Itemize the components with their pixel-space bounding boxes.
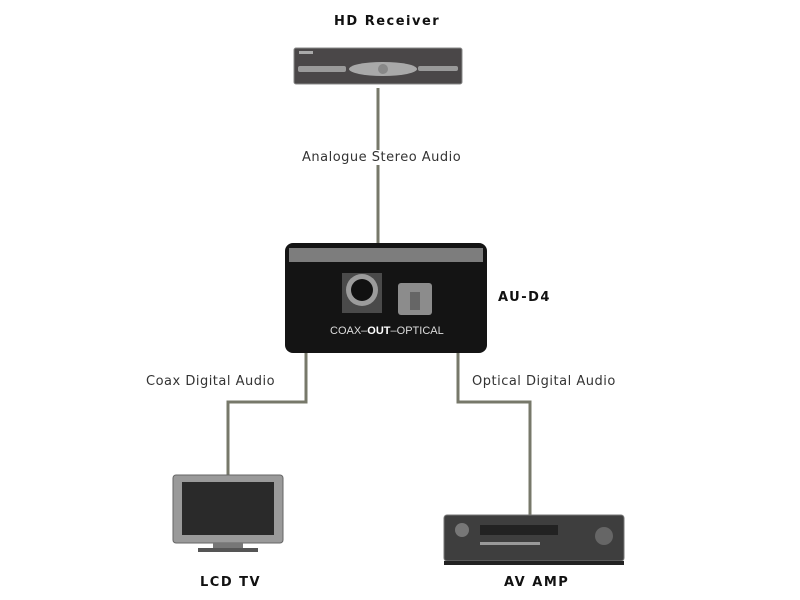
- hd-receiver-icon: [293, 47, 463, 85]
- optical-port-label: –OPTICAL: [390, 325, 444, 337]
- port-label: COAX–OUT–OPTICAL: [330, 325, 444, 337]
- av-amp-label: AV AMP: [504, 575, 570, 590]
- au-d4-converter-icon: [285, 243, 487, 353]
- cable-coax: [226, 350, 308, 478]
- cable-optical: [456, 350, 532, 516]
- coax-port-label: COAX–: [330, 325, 368, 337]
- cables: [226, 88, 532, 516]
- analogue-audio-label: Analogue Stereo Audio: [302, 150, 462, 165]
- hd-receiver-label: HD Receiver: [334, 14, 441, 29]
- au-d4-label: AU-D4: [498, 290, 551, 305]
- av-amp-icon: [443, 514, 625, 565]
- lcd-tv-label: LCD TV: [200, 575, 262, 590]
- optical-audio-label: Optical Digital Audio: [472, 374, 616, 389]
- lcd-tv-icon: [172, 474, 284, 552]
- out-label: OUT: [367, 325, 391, 337]
- coax-audio-label: Coax Digital Audio: [146, 374, 276, 389]
